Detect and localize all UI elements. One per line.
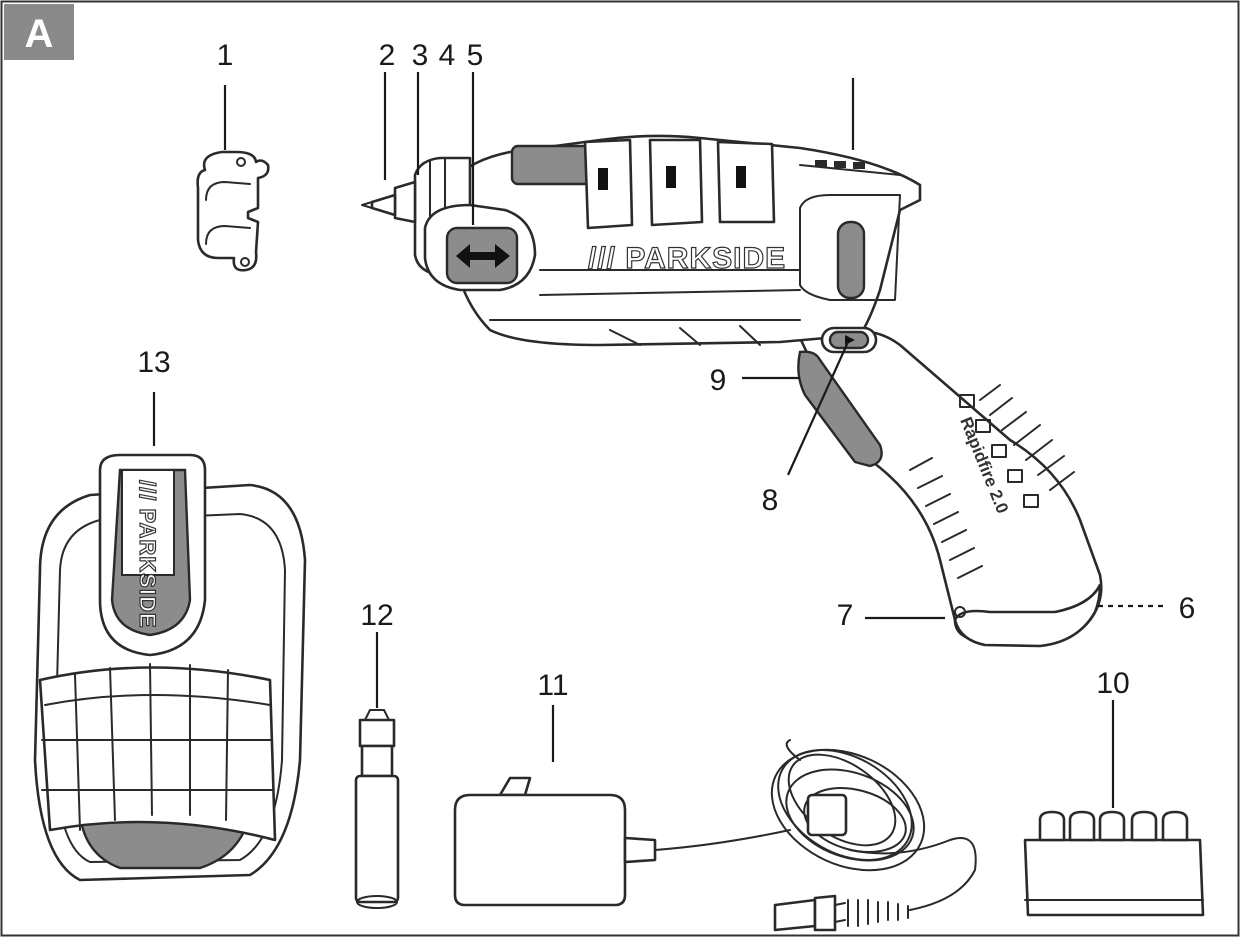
leader-lines bbox=[152, 72, 1165, 808]
bits-row bbox=[1038, 810, 1189, 842]
holster-brand: /// PARKSIDE bbox=[135, 480, 160, 629]
panel-letter: A bbox=[25, 12, 54, 56]
panel-badge: A bbox=[4, 4, 74, 60]
label-8: 8 bbox=[762, 484, 779, 517]
label-5: 5 bbox=[467, 39, 484, 72]
bit-extension bbox=[354, 709, 400, 909]
coiled-cable bbox=[770, 739, 977, 911]
grip-pattern bbox=[909, 384, 1075, 579]
label-7: 7 bbox=[837, 599, 854, 632]
label-6: 6 bbox=[1179, 592, 1196, 625]
charger-adapter bbox=[453, 739, 977, 932]
label-12: 12 bbox=[360, 599, 393, 632]
part-labels: 1 2 3 4 5 6 7 8 9 10 11 12 13 bbox=[137, 39, 1195, 702]
label-4: 4 bbox=[439, 39, 456, 72]
label-9: 9 bbox=[710, 364, 727, 397]
label-11: 11 bbox=[537, 669, 568, 702]
label-1: 1 bbox=[217, 39, 234, 72]
bit-holder-clip bbox=[196, 150, 270, 272]
label-10: 10 bbox=[1096, 667, 1129, 700]
label-13: 13 bbox=[137, 346, 170, 379]
label-3: 3 bbox=[412, 39, 429, 72]
brand-logo: /// PARKSIDE bbox=[588, 242, 786, 275]
bit-set bbox=[1023, 810, 1205, 917]
belt-holster: /// PARKSIDE bbox=[33, 453, 307, 882]
label-2: 2 bbox=[379, 39, 396, 72]
